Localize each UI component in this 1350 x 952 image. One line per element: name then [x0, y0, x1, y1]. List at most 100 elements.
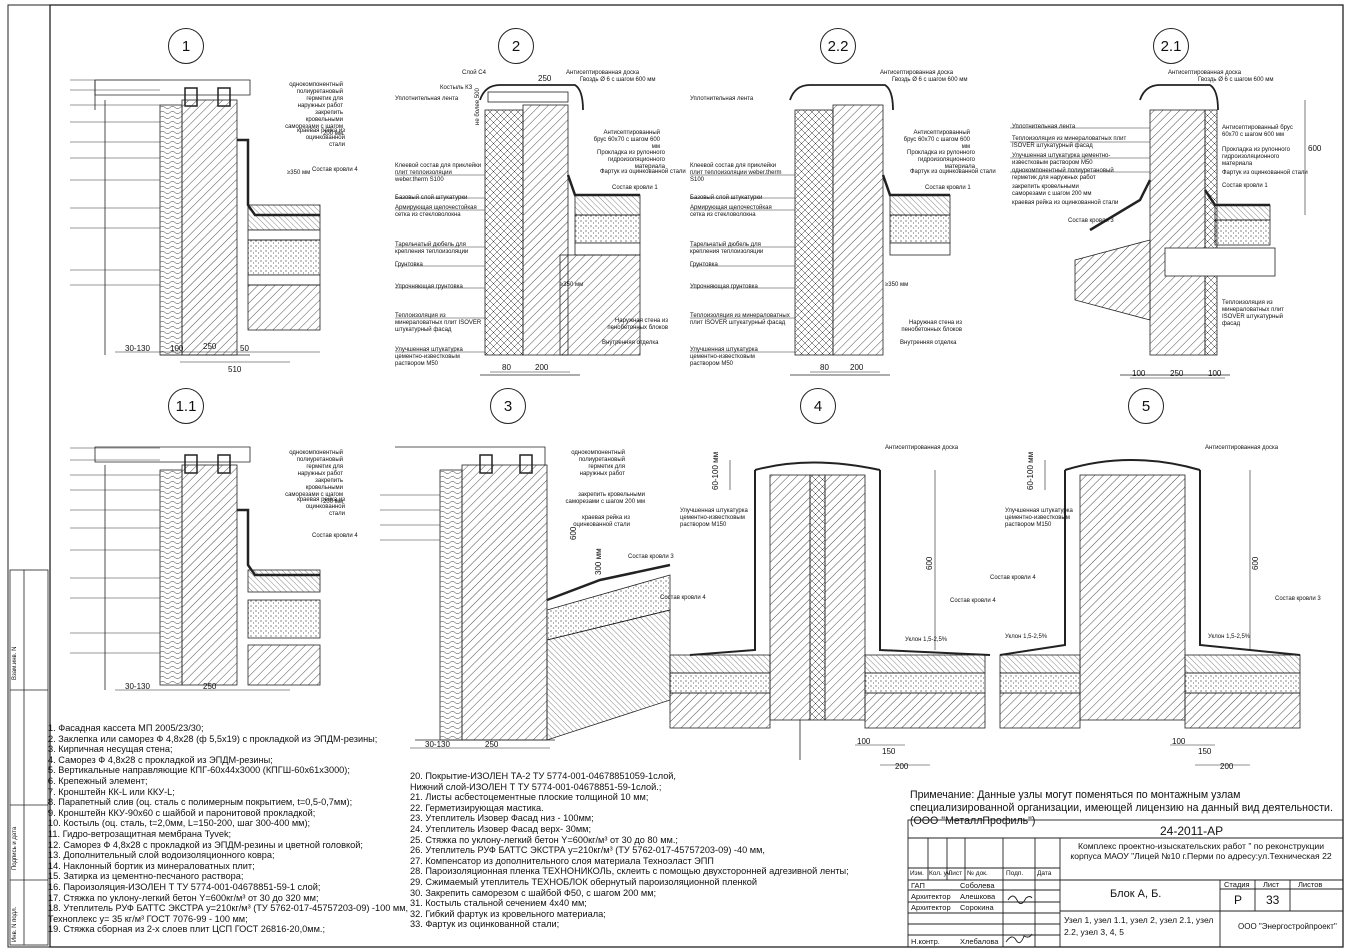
node-4-section	[669, 461, 991, 760]
dim-250-3: 250	[485, 740, 499, 749]
callout-str-primer-22: Упрочняющая грунтовка	[690, 284, 758, 290]
dim-100-1: 100	[170, 344, 184, 353]
callout-roof4-11: Состав кровли 4	[312, 533, 358, 539]
callout-dowel-22: Тарельчатый дюбель для крепления теплоиз…	[690, 242, 764, 255]
tb-code: 24-2011-АР	[1160, 824, 1224, 838]
callout-apron-21: Прокладка из рулонного гидроизоляционног…	[1222, 147, 1290, 167]
legend-item: 33. Фартук из оцинкованной стали;	[410, 919, 560, 930]
legend-item: 3. Кирпичная несущая стена;	[48, 744, 173, 755]
callout-sealant-11: однокомпонентный полиуретановый герметик…	[289, 450, 343, 477]
callout-clamp-21: закрепить кровельными саморезами с шагом…	[1012, 184, 1092, 197]
callout-insul-21b: Теплоизоляция из минераловатных плит ISO…	[1222, 300, 1284, 327]
callout-layer-2: Слой С4	[462, 70, 486, 76]
tb-role: Н.контр.	[911, 937, 940, 946]
legend-item: 28. Пароизоляционная пленка ТЕХНОНИКОЛЬ,…	[410, 866, 849, 877]
dim-510-1: 510	[228, 365, 242, 374]
callout-roof3-21: Состав кровли 3	[1068, 218, 1114, 224]
node-2-2-section	[789, 84, 951, 376]
dim-350-1: ≥350 мм	[287, 170, 311, 176]
tb-stage-label: Стадия	[1224, 880, 1250, 889]
callout-sealant-21: однокомпонентный полиуретановый герметик…	[1012, 168, 1114, 181]
legend-item: 32. Гибкий фартук из кровельного материа…	[410, 908, 606, 919]
legend-item: Нижний слой-ИЗОЛЕН Т ТУ 5774-001-0467885…	[410, 781, 662, 792]
tb-role: Архитектор	[911, 892, 951, 901]
dim-600-5: 600	[1251, 556, 1260, 570]
callout-plaster150-4: Улучшенная штукатурка цементно-известков…	[680, 508, 748, 528]
dim-30130-3: 30-130	[425, 740, 450, 749]
callout-glue-22: Клеевой состав для приклейки плит теплои…	[690, 163, 782, 183]
dim-100-4: 100	[857, 737, 871, 746]
callout-antiseptic-4: Антисептированная доска	[885, 445, 959, 451]
callout-seal-tape-2: Уплотнительная лента	[395, 96, 459, 102]
callout-bar-21: Антисептированный брус 60х70 с шагом 600…	[1222, 125, 1293, 138]
dim-60100-4: 60-100 мм	[711, 451, 720, 490]
dim-300-3: 300 мм	[594, 548, 603, 575]
callout-clamp-1: закрепить кровельными саморезами с шагом…	[285, 110, 343, 137]
node-2-1-section	[1074, 84, 1276, 376]
callout-roof4-1: Состав кровли 4	[312, 167, 358, 173]
dim-600-3: 600	[569, 526, 578, 540]
legend-item: 6. Крепежный элемент;	[48, 775, 148, 786]
callout-antiseptic-5: Антисептированная доска	[1205, 445, 1279, 451]
stamp-inv-orig: Инв. N подл.	[12, 906, 18, 942]
dim-200-2: 200	[535, 363, 549, 372]
dim-250-11: 250	[203, 682, 217, 691]
callout-plaster-2: Улучшенная штукатурка цементно-известков…	[395, 347, 463, 367]
callout-sealant-3: однокомпонентный полиуретановый герметик…	[571, 450, 625, 477]
callout-plaster-22: Улучшенная штукатурка цементно-известков…	[690, 347, 758, 367]
tb-person: Соболева	[960, 881, 995, 890]
callout-flash-22: Фартук из оцинкованной стали	[910, 169, 996, 175]
tb-sheet-title: Блок А, Б.	[1110, 888, 1162, 900]
callout-sealant-1: однокомпонентный полиуретановый герметик…	[289, 82, 343, 109]
tb-sheets-label: Листов	[1298, 880, 1323, 889]
legend-item: 30. Закрепить саморезом с шайбой Ф50, с …	[410, 887, 657, 898]
callout-plaster150-5: Улучшенная штукатурка цементно-известков…	[1005, 508, 1073, 528]
node-1-section	[94, 79, 321, 356]
node-label-3: 3	[490, 388, 526, 424]
callout-seal-tape-22: Уплотнительная лента	[690, 96, 754, 102]
stamp-replace-inv: Взам.инв. N	[12, 646, 18, 680]
legend-item: 17. Стяжка по уклону-легкий бетон Y=600к…	[48, 892, 319, 903]
callout-base-plaster-2: Базовый слой штукатурки	[395, 195, 468, 201]
callout-nail-21: Гвоздь Ø 6 с шагом 600 мм	[1198, 77, 1274, 83]
tb-person: Сорокина	[960, 903, 994, 912]
tb-sheet-label: Лист	[1263, 880, 1280, 889]
legend-item: 25. Стяжка по уклону-легкий бетон Y=600к…	[410, 834, 678, 845]
legend-item: 23. Утеплитель Изовер Фасад низ - 100мм;	[410, 813, 594, 824]
stamp-signature-date: Подпись и дата	[12, 826, 18, 870]
dim-150-4: 150	[882, 747, 896, 756]
dim-350-22: ≥350 мм	[885, 282, 909, 288]
callout-insul-22: Теплоизоляция из минераловатных плит ISO…	[690, 313, 790, 326]
callout-seal-tape-21: Уплотнительная лента	[1012, 124, 1076, 130]
tb-head-cell: Подп.	[1006, 870, 1024, 877]
callout-mesh-22: Армирующая щелочестойкая сетка из стекло…	[690, 205, 772, 218]
callout-roof4-4b: Состав кровли 4	[950, 598, 996, 604]
dim-100-5: 100	[1172, 737, 1186, 746]
callout-flash-2: Фартук из оцинкованной стали	[600, 169, 686, 175]
dim-80-2: 80	[502, 363, 511, 372]
tb-role: ГАП	[911, 881, 925, 890]
legend-item: 1. Фасадная кассета МП 2005/23/30;	[48, 723, 204, 733]
callout-clamp-11: закрепить кровельными саморезами с шагом…	[285, 478, 343, 505]
callout-rail-3: краевая рейка из оцинкованной стали	[573, 515, 630, 528]
callout-roof4-5: Состав кровли 4	[990, 575, 1036, 581]
legend-item: 12. Саморез Ф 4,8х28 с прокладкой из ЭПД…	[48, 839, 363, 850]
node-label-5: 5	[1128, 388, 1164, 424]
dim-200-4: 200	[895, 762, 909, 771]
tb-stage: Р	[1234, 893, 1243, 907]
legend-item: 19. Стяжка сборная из 2-х слоев плит ЦСП…	[48, 924, 326, 935]
callout-wall-22: Наружная стена из пенобетонных блоков	[901, 320, 962, 333]
tb-company: ООО "Энергостройпроект"	[1238, 922, 1337, 931]
callout-primer-2: Грунтовка	[395, 262, 423, 268]
callout-mesh-2: Армирующая щелочестойкая сетка из стекло…	[395, 205, 477, 218]
dim-200-5: 200	[1220, 762, 1234, 771]
legend-item: 22. Герметизирующая мастика.	[410, 802, 544, 813]
legend-item: 14. Наклонный бортик из минераловатных п…	[48, 860, 255, 871]
dim-250-2: 250	[538, 74, 552, 83]
dim-30130-11: 30-130	[125, 682, 150, 691]
tb-head-cell: Изм.	[910, 870, 924, 877]
dim-100-21b: 100	[1208, 369, 1222, 378]
legend-item: 5. Вертикальные направляющие КПГ-60х44х3…	[48, 765, 350, 776]
legend-right: 20. Покрытие-ИЗОЛЕН ТА-2 ТУ 5774-001-046…	[410, 771, 849, 930]
